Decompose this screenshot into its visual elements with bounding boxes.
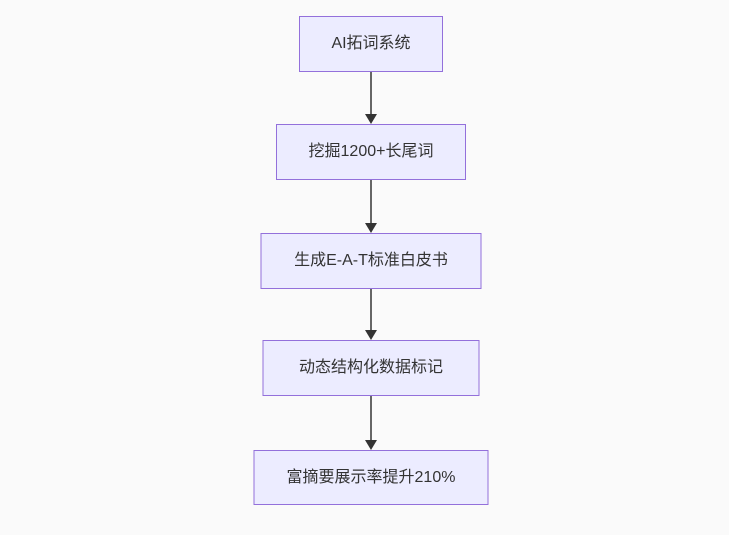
flow-node-label: 挖掘1200+长尾词 bbox=[308, 143, 434, 161]
arrow-line bbox=[370, 396, 372, 440]
flow-node-rich-snippet-result: 富摘要展示率提升210% bbox=[253, 450, 489, 505]
flow-node-structured-data: 动态结构化数据标记 bbox=[262, 340, 480, 396]
flow-node-label: AI拓词系统 bbox=[331, 35, 411, 53]
arrow-down-icon bbox=[365, 72, 377, 124]
arrow-line bbox=[370, 180, 372, 223]
arrow-head-icon bbox=[365, 114, 377, 124]
arrow-down-icon bbox=[365, 396, 377, 450]
flow-node-label: 富摘要展示率提升210% bbox=[286, 468, 456, 486]
arrow-line bbox=[370, 289, 372, 330]
arrow-down-icon bbox=[365, 180, 377, 233]
flow-node-label: 动态结构化数据标记 bbox=[298, 359, 443, 377]
arrow-head-icon bbox=[365, 440, 377, 450]
flow-node-ai-word-expansion: AI拓词系统 bbox=[299, 16, 443, 72]
flow-node-eat-whitepaper: 生成E-A-T标准白皮书 bbox=[260, 233, 482, 289]
arrow-line bbox=[370, 72, 372, 114]
arrow-down-icon bbox=[365, 289, 377, 340]
flow-node-label: 生成E-A-T标准白皮书 bbox=[294, 252, 448, 270]
arrow-head-icon bbox=[365, 330, 377, 340]
flow-node-longtail-mining: 挖掘1200+长尾词 bbox=[276, 124, 466, 180]
arrow-head-icon bbox=[365, 223, 377, 233]
